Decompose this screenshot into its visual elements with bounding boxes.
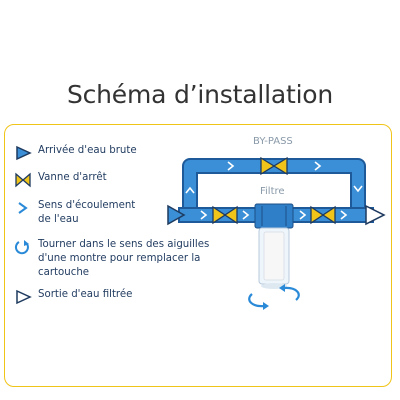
filter-label: Filtre [260, 186, 285, 197]
inlet-triangle-icon [167, 204, 186, 226]
legend-label: Vanne d'arrêt [38, 172, 107, 183]
diagram-frame [4, 124, 392, 387]
flow-chevron-icon [314, 161, 322, 171]
legend-label: Arrivée d'eau brute [38, 145, 137, 156]
flow-chevron-icon [340, 210, 348, 220]
valve-icon [15, 172, 31, 188]
flow-chevron-icon [242, 210, 250, 220]
flow-chevron-icon [227, 161, 235, 171]
legend-label: Sortie d'eau filtrée [38, 289, 133, 300]
page-title: Schéma d’installation [66, 80, 334, 109]
blue-triangle-icon [16, 145, 32, 161]
rotate-clockwise-icon [248, 284, 300, 310]
legend-item-raw-water: Arrivée d'eau brute [14, 144, 228, 162]
flow-chevron-icon [200, 210, 208, 220]
filter-cartridge [263, 231, 285, 281]
rotate-clockwise-icon [14, 240, 29, 255]
bypass-valve-icon [260, 156, 288, 176]
flow-chevron-icon [185, 186, 195, 194]
outlet-triangle-icon [365, 204, 386, 226]
flow-chevron-icon [299, 210, 307, 220]
legend-item-flow: Sens d'écoulement de l'eau [14, 199, 148, 227]
legend-item-valve: Vanne d'arrêt [14, 171, 228, 189]
bypass-label: BY-PASS [253, 136, 293, 147]
flow-chevron-icon [353, 185, 363, 193]
filter-head [254, 203, 294, 229]
legend-label: Tourner dans le sens des aiguilles d'une… [38, 239, 210, 278]
legend-item-rotate: Tourner dans le sens des aiguilles d'une… [14, 238, 233, 280]
white-triangle-icon [16, 289, 32, 305]
filter-housing [254, 203, 294, 289]
outlet-valve-icon [310, 205, 336, 225]
legend-item-outlet: Sortie d'eau filtrée [14, 288, 228, 306]
flow-chevron-icon [18, 202, 28, 214]
legend-label: Sens d'écoulement de l'eau [38, 200, 136, 225]
inlet-valve-icon [212, 205, 238, 225]
